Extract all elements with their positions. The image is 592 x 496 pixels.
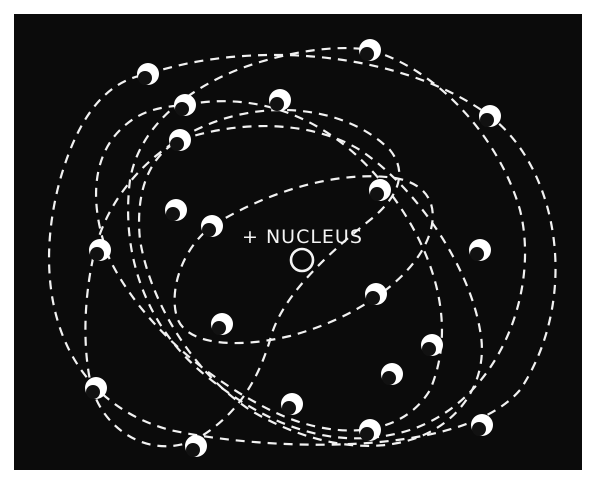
- electron: [369, 179, 391, 201]
- electron: [359, 39, 381, 61]
- electron: [85, 377, 107, 399]
- electron: [421, 334, 443, 356]
- electron: [359, 419, 381, 441]
- nucleus-circle: [291, 249, 313, 271]
- nucleus-label: + NUCLEUS: [242, 226, 363, 248]
- electron: [201, 215, 223, 237]
- electron: [479, 105, 501, 127]
- electron: [471, 414, 493, 436]
- electron: [165, 199, 187, 221]
- electron: [211, 313, 233, 335]
- electron: [185, 435, 207, 457]
- electron: [169, 129, 191, 151]
- electron: [469, 239, 491, 261]
- electron: [137, 63, 159, 85]
- electron: [365, 283, 387, 305]
- electron: [381, 363, 403, 385]
- electron: [281, 393, 303, 415]
- electron: [89, 239, 111, 261]
- electron: [269, 89, 291, 111]
- electron: [174, 94, 196, 116]
